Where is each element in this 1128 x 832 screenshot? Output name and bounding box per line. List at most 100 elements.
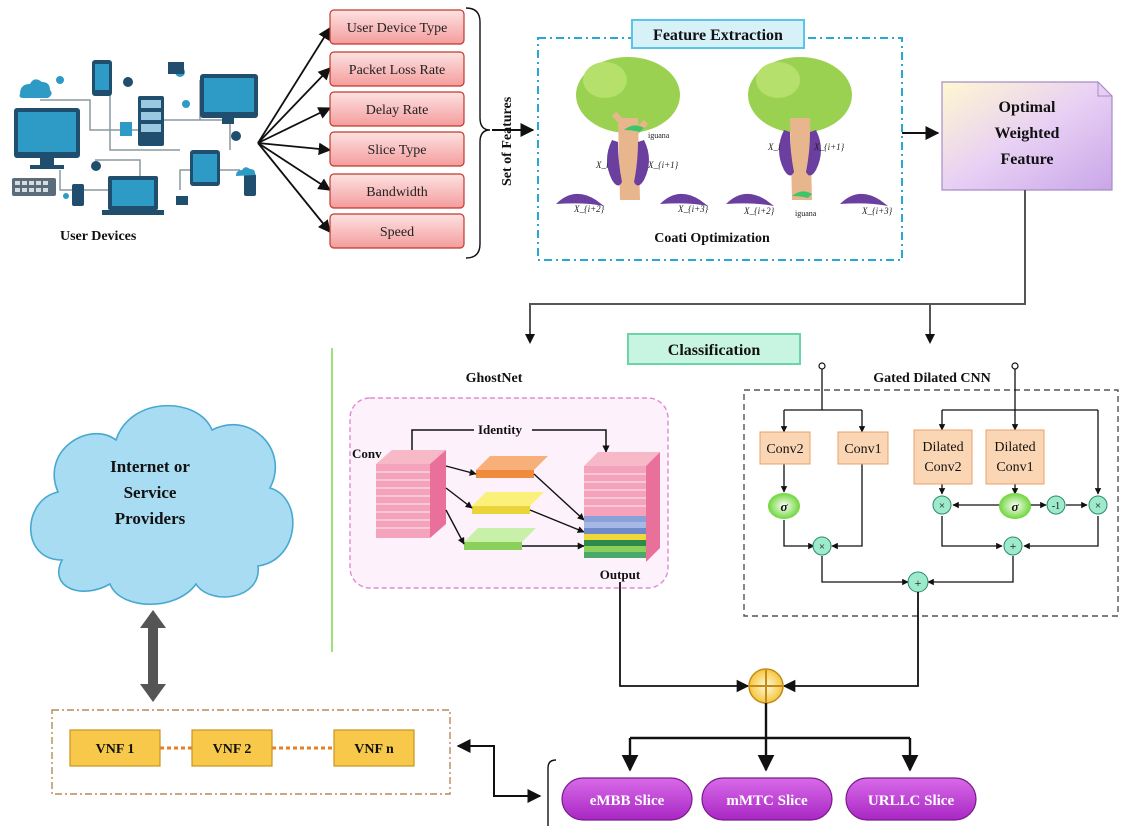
- feature-label: User Device Type: [347, 21, 448, 36]
- cloud-line1: Internet or: [110, 457, 190, 476]
- slice-pill: mMTC Slice: [701, 777, 833, 821]
- feature-box: Slice Type: [329, 131, 465, 167]
- feature-label: Bandwidth: [366, 185, 427, 200]
- ghostnet-title: GhostNet: [466, 371, 523, 386]
- input-node: [1011, 362, 1019, 370]
- optimal-feature-line3: Feature: [1000, 151, 1053, 168]
- feature-extraction-title: Feature Extraction: [653, 27, 783, 44]
- vnf-box: VNF 1: [69, 729, 161, 767]
- conv-box: Conv2: [759, 431, 811, 465]
- conv-box: Conv1: [837, 431, 889, 465]
- var-label: X_{i+1}: [813, 142, 845, 152]
- vnf-container: [51, 709, 451, 795]
- add-node: +: [907, 571, 929, 593]
- var-label: X_{i+3}: [677, 204, 709, 214]
- conv-label: Conv2: [766, 442, 803, 457]
- conv-label: Conv2: [924, 460, 961, 475]
- cloud-vnf-double-arrow: [140, 610, 166, 702]
- input-node: [818, 362, 826, 370]
- feature-box: Bandwidth: [329, 173, 465, 209]
- vnf-label: VNF 1: [96, 742, 135, 757]
- vnf-label: VNF n: [354, 742, 394, 757]
- feature-label: Speed: [380, 225, 414, 240]
- multiply-node: ×: [812, 536, 832, 556]
- var-label: X_i: [767, 142, 781, 152]
- feature-box: Delay Rate: [329, 91, 465, 127]
- svg-text:+: +: [1010, 539, 1017, 553]
- svg-text:×: ×: [819, 541, 825, 553]
- slice-label: eMBB Slice: [590, 793, 665, 809]
- vnf-box: VNF n: [333, 729, 415, 767]
- sigma-node: σ: [768, 493, 800, 519]
- cloud-line2: Service: [124, 483, 177, 502]
- ghost-feature-orange: [476, 456, 548, 478]
- slice-pill: eMBB Slice: [561, 777, 693, 821]
- gated-cnn-title: Gated Dilated CNN: [873, 371, 990, 386]
- optimal-feature-line1: Optimal: [999, 99, 1056, 116]
- conv-feature-stack: [376, 450, 446, 538]
- fusion-node: [748, 668, 784, 704]
- feature-brace: [465, 7, 491, 259]
- var-label: X_{i+3}: [861, 206, 893, 216]
- vnf-box: VNF 2: [191, 729, 273, 767]
- ghostnet-output-label: Output: [600, 567, 641, 582]
- svg-text:×: ×: [1095, 500, 1101, 512]
- optimal-feature-line2: Weighted: [995, 125, 1060, 142]
- feature-box: Packet Loss Rate: [329, 51, 465, 87]
- user-devices-illustration: User Devices: [12, 60, 258, 244]
- multiply-node: ×: [1088, 495, 1108, 515]
- feature-label: Slice Type: [367, 143, 426, 158]
- gated-cnn-wires: [780, 368, 1102, 586]
- svg-text:σ: σ: [1011, 499, 1019, 514]
- svg-text:+: +: [915, 576, 922, 590]
- ghost-feature-green: [464, 528, 536, 550]
- var-label: X_i: [595, 160, 609, 170]
- var-label: X_{i+1}: [647, 160, 679, 170]
- cloud-line3: Providers: [115, 509, 186, 528]
- user-devices-label: User Devices: [60, 229, 137, 244]
- coati-caption: Coati Optimization: [654, 231, 770, 246]
- classification-title: Classification: [668, 342, 761, 359]
- optimal-feature-box: [941, 81, 1113, 191]
- feature-label: Delay Rate: [366, 103, 429, 118]
- optimal-to-classification-connector: [529, 190, 1026, 336]
- vnf-slices-arrow: [456, 739, 542, 803]
- ghost-feature-yellow: [472, 492, 544, 514]
- iguana-label: iguana: [648, 131, 670, 140]
- multiply-node: ×: [932, 495, 952, 515]
- output-feature-stack: [584, 452, 660, 562]
- internet-cloud: Internet or Service Providers: [29, 404, 294, 605]
- conv-label: Conv1: [844, 442, 881, 457]
- classification-title-box: [627, 333, 801, 365]
- feature-label: Packet Loss Rate: [349, 63, 445, 78]
- fusion-to-slices: [621, 703, 919, 772]
- var-label: X_{i+2}: [743, 206, 775, 216]
- set-of-features-label: Set of Features: [500, 96, 515, 186]
- conv-label: Dilated: [994, 440, 1035, 455]
- conv-box: Dilated Conv2: [913, 429, 973, 485]
- minus-one-node: -1: [1046, 495, 1066, 515]
- var-label: X_{i+2}: [573, 204, 605, 214]
- ghostnet-conv-label: Conv: [352, 446, 382, 461]
- fusion-connectors: [619, 582, 919, 693]
- conv-label: Conv1: [996, 460, 1033, 475]
- vnf-label: VNF 2: [213, 742, 252, 757]
- coati-illustration: iguana iguana X_i X_{i+1} X_{i+2} X_{i+3…: [556, 57, 893, 218]
- conv-box: Dilated Conv1: [985, 429, 1045, 485]
- feature-box: User Device Type: [329, 9, 465, 45]
- ghostnet-identity-label: Identity: [478, 422, 523, 437]
- svg-text:×: ×: [939, 500, 945, 512]
- conv-label: Dilated: [922, 440, 963, 455]
- device-to-feature-arrows: [257, 26, 332, 233]
- cloud-icon: [19, 79, 52, 98]
- slice-label: URLLC Slice: [868, 793, 955, 809]
- svg-text:σ: σ: [780, 499, 788, 514]
- svg-text:-1: -1: [1052, 501, 1060, 512]
- slice-label: mMTC Slice: [726, 793, 808, 809]
- sigma-node: σ: [999, 493, 1031, 519]
- iguana-label: iguana: [795, 209, 817, 218]
- slice-pill: URLLC Slice: [845, 777, 977, 821]
- feature-list: User Device Type Packet Loss Rate Delay …: [329, 9, 465, 249]
- feature-extraction-title-box: [631, 19, 805, 49]
